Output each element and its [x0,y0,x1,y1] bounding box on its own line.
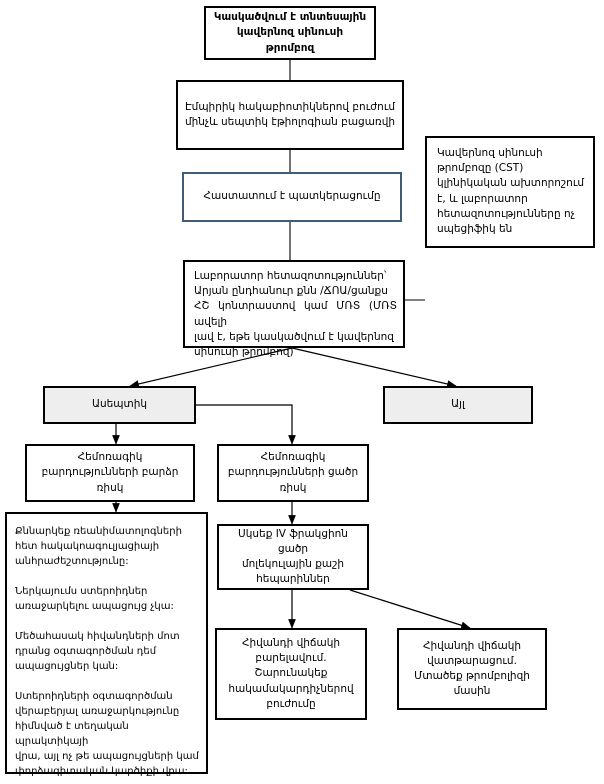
node-confirm-imaging-label: Հաստատում է պատկերացումը [203,190,381,203]
node-deterioration: Հիվանդի վիճակի վատթարացում. Մտածեք թրոմբ… [397,628,547,710]
node-empiric-antibiotics: Էմպիրիկ հակաբիոտիկներով բուժում մինչև սե… [176,80,404,150]
node-other-label: Այլ [451,398,465,411]
node-deterioration-label: Հիվանդի վիճակի վատթարացում. Մտածեք թրոմբ… [414,639,530,698]
node-suspected-cst-label: Կասկածվում է տնտեսային կավերնոզ սինուսի … [213,11,367,54]
node-aseptic-label: Ասեպտիկ [91,398,148,411]
node-low-hemorrhagic-risk-label: Հեմոռագիկ բարդությունների ցածր ռիսկ [227,451,359,494]
node-other: Այլ [383,386,533,424]
node-start-lmwh: Սկսեք IV ֆրակցիոն ցածր մոլեկուլային քաշի… [217,524,369,590]
node-low-hemorrhagic-risk: Հեմոռագիկ բարդությունների ցածր ռիսկ [217,444,369,502]
node-high-risk-notes-label: Քննարկեք ռեանիմատոլոգների հետ հակակոագու… [15,526,199,777]
node-cst-note: Կավերնոզ սինուսի թրոմբոզը (CST) կլինիկակ… [425,136,595,248]
node-improvement: Հիվանդի վիճակի բարելավում. Շարունակեք հա… [215,628,367,720]
node-empiric-antibiotics-label: Էմպիրիկ հակաբիոտիկներով բուժում մինչև սե… [184,100,396,128]
node-high-risk-notes: Քննարկեք ռեանիմատոլոգների հետ հակակոագու… [5,512,208,777]
node-improvement-label: Հիվանդի վիճակի բարելավում. Շարունակեք հա… [228,636,354,710]
node-high-hemorrhagic-risk-label: Հեմոռագիկ բարդությունների բարձր ռիսկ [41,451,179,494]
node-aseptic: Ասեպտիկ [43,386,196,424]
node-cst-note-label: Կավերնոզ սինուսի թրոմբոզը (CST) կլինիկակ… [437,147,585,236]
node-confirm-imaging: Հաստատում է պատկերացումը [182,172,402,222]
node-lab-tests-label: Լաբորատոր հետազոտություններ՝ Արյան ընդհա… [194,270,397,359]
node-start-lmwh-label: Սկսեք IV ֆրակցիոն ցածր մոլեկուլային քաշի… [238,527,348,586]
node-lab-tests: Լաբորատոր հետազոտություններ՝ Արյան ընդհա… [183,260,405,358]
node-high-hemorrhagic-risk: Հեմոռագիկ բարդությունների բարձր ռիսկ [25,444,195,502]
node-suspected-cst: Կասկածվում է տնտեսային կավերնոզ սինուսի … [204,6,376,60]
